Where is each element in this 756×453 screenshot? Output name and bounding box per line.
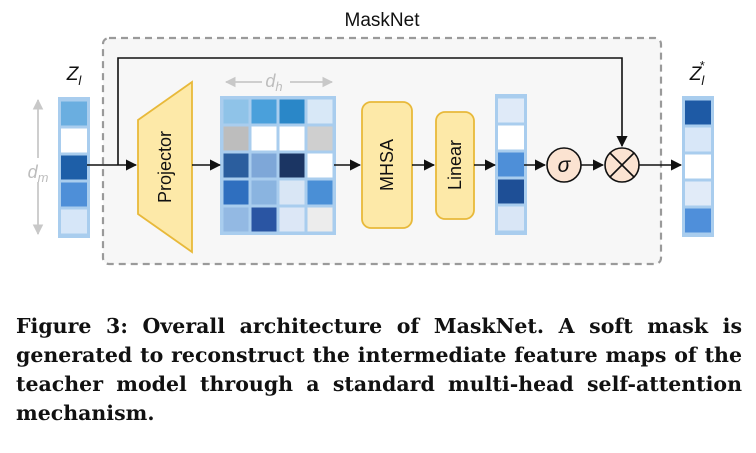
- masknet-title: MaskNet: [345, 10, 421, 31]
- output-vector-cell: [685, 208, 711, 233]
- mask-vector-cell: [498, 152, 524, 177]
- feature-matrix-cell: [223, 153, 249, 178]
- connectors: [87, 57, 683, 171]
- input-vector-cell: [61, 209, 87, 234]
- feature-matrix-cell: [251, 207, 277, 232]
- sigmoid-symbol: σ: [558, 154, 572, 177]
- feature-matrix-cell: [251, 99, 277, 124]
- feature-matrix-cell: [307, 207, 333, 232]
- input-vector-cell: [61, 155, 87, 180]
- feature-matrix-cell: [307, 126, 333, 151]
- projector-label: Projector: [155, 131, 175, 203]
- multiply-op: [604, 147, 640, 183]
- feature-matrix-cell: [251, 180, 277, 205]
- feature-matrix-cell: [251, 126, 277, 151]
- output-vector-cell: [685, 127, 711, 152]
- feature-matrix-cell: [307, 153, 333, 178]
- output-vector-cell: [685, 100, 711, 125]
- feature-matrix-cell: [279, 99, 305, 124]
- mhsa-label: MHSA: [377, 139, 397, 191]
- projector-block: [137, 80, 193, 254]
- mask-vector-cell: [498, 125, 524, 150]
- feature-matrix-cell: [223, 180, 249, 205]
- feature-matrix-cell: [307, 180, 333, 205]
- output-vector-cell: [685, 154, 711, 179]
- input-vector: [58, 97, 90, 238]
- input-label: Zl: [66, 64, 83, 88]
- figure-caption: Figure 3: Overall architecture of MaskNe…: [16, 314, 742, 425]
- input-vector-cell: [61, 128, 87, 153]
- mask-vector-cell: [498, 98, 524, 123]
- feature-matrix: [220, 96, 336, 235]
- feature-matrix-cell: [279, 180, 305, 205]
- input-vector-cell: [61, 101, 87, 126]
- feature-matrix-cell: [279, 126, 305, 151]
- feature-matrix-cell: [251, 153, 277, 178]
- output-label: Zl*: [689, 58, 706, 88]
- mask-vector: [495, 94, 527, 235]
- feature-matrix-cell: [223, 207, 249, 232]
- output-vector-cell: [685, 181, 711, 206]
- feature-matrix-cell: [223, 126, 249, 151]
- output-vector: [682, 96, 714, 237]
- feature-matrix-cell: [307, 99, 333, 124]
- mask-vector-cell: [498, 179, 524, 204]
- input-vector-cell: [61, 182, 87, 207]
- feature-matrix-cell: [223, 99, 249, 124]
- mask-vector-cell: [498, 206, 524, 231]
- feature-matrix-cell: [279, 153, 305, 178]
- feature-matrix-cell: [279, 207, 305, 232]
- masknet-diagram: MaskNet Zl dm Projector dh MHSA Linear σ…: [27, 10, 714, 266]
- linear-label: Linear: [445, 140, 465, 190]
